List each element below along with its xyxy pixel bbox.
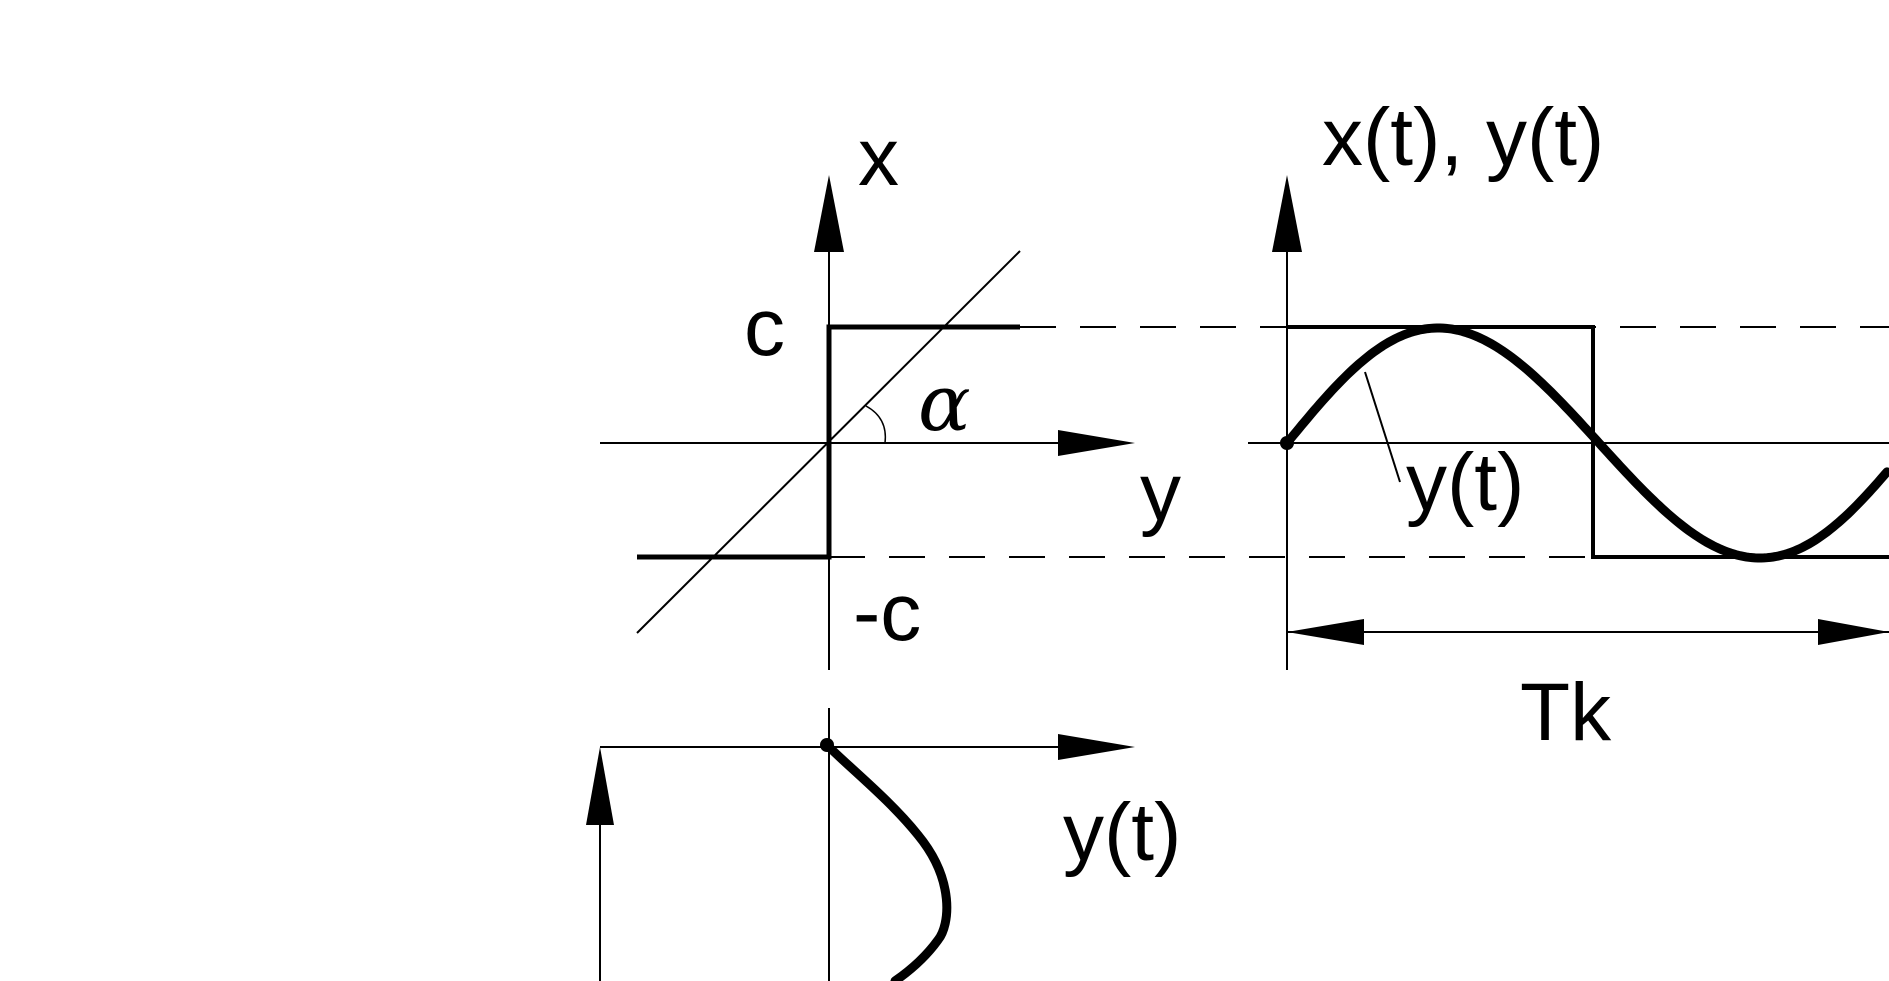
sine-wave-y-t bbox=[1282, 323, 1889, 563]
time-plot-vertical-arrow bbox=[1272, 175, 1302, 252]
period-left-arrow bbox=[1287, 619, 1364, 645]
input-plot-up-arrow bbox=[586, 747, 614, 825]
alpha-angle-arc bbox=[865, 405, 887, 444]
input-curve-y-t bbox=[822, 740, 952, 981]
y-t-curve-label: y(t) bbox=[1406, 437, 1524, 528]
input-curve-start-dot bbox=[820, 738, 834, 752]
x-axis-label: x bbox=[858, 112, 899, 203]
time-plot bbox=[1248, 175, 1889, 670]
period-right-arrow bbox=[1818, 619, 1889, 645]
c-level-label: c bbox=[744, 282, 785, 373]
relay-characteristic-line bbox=[637, 324, 1020, 560]
time-plot-title: x(t), y(t) bbox=[1322, 92, 1604, 183]
period-label: Tk bbox=[1520, 667, 1612, 758]
x-axis-arrow bbox=[814, 175, 844, 252]
characteristic-plot bbox=[600, 175, 1135, 670]
sine-wave-start-dot bbox=[1280, 436, 1294, 450]
input-plot-horizontal-arrow bbox=[1058, 734, 1135, 760]
neg-c-level-label: -c bbox=[853, 567, 921, 658]
input-plot bbox=[586, 708, 1135, 981]
y-t-lower-label: y(t) bbox=[1063, 787, 1181, 878]
alpha-label: α bbox=[918, 359, 971, 449]
y-axis-arrow bbox=[1058, 430, 1135, 456]
y-axis-label: y bbox=[1140, 447, 1181, 538]
y-t-leader-line bbox=[1364, 371, 1401, 483]
